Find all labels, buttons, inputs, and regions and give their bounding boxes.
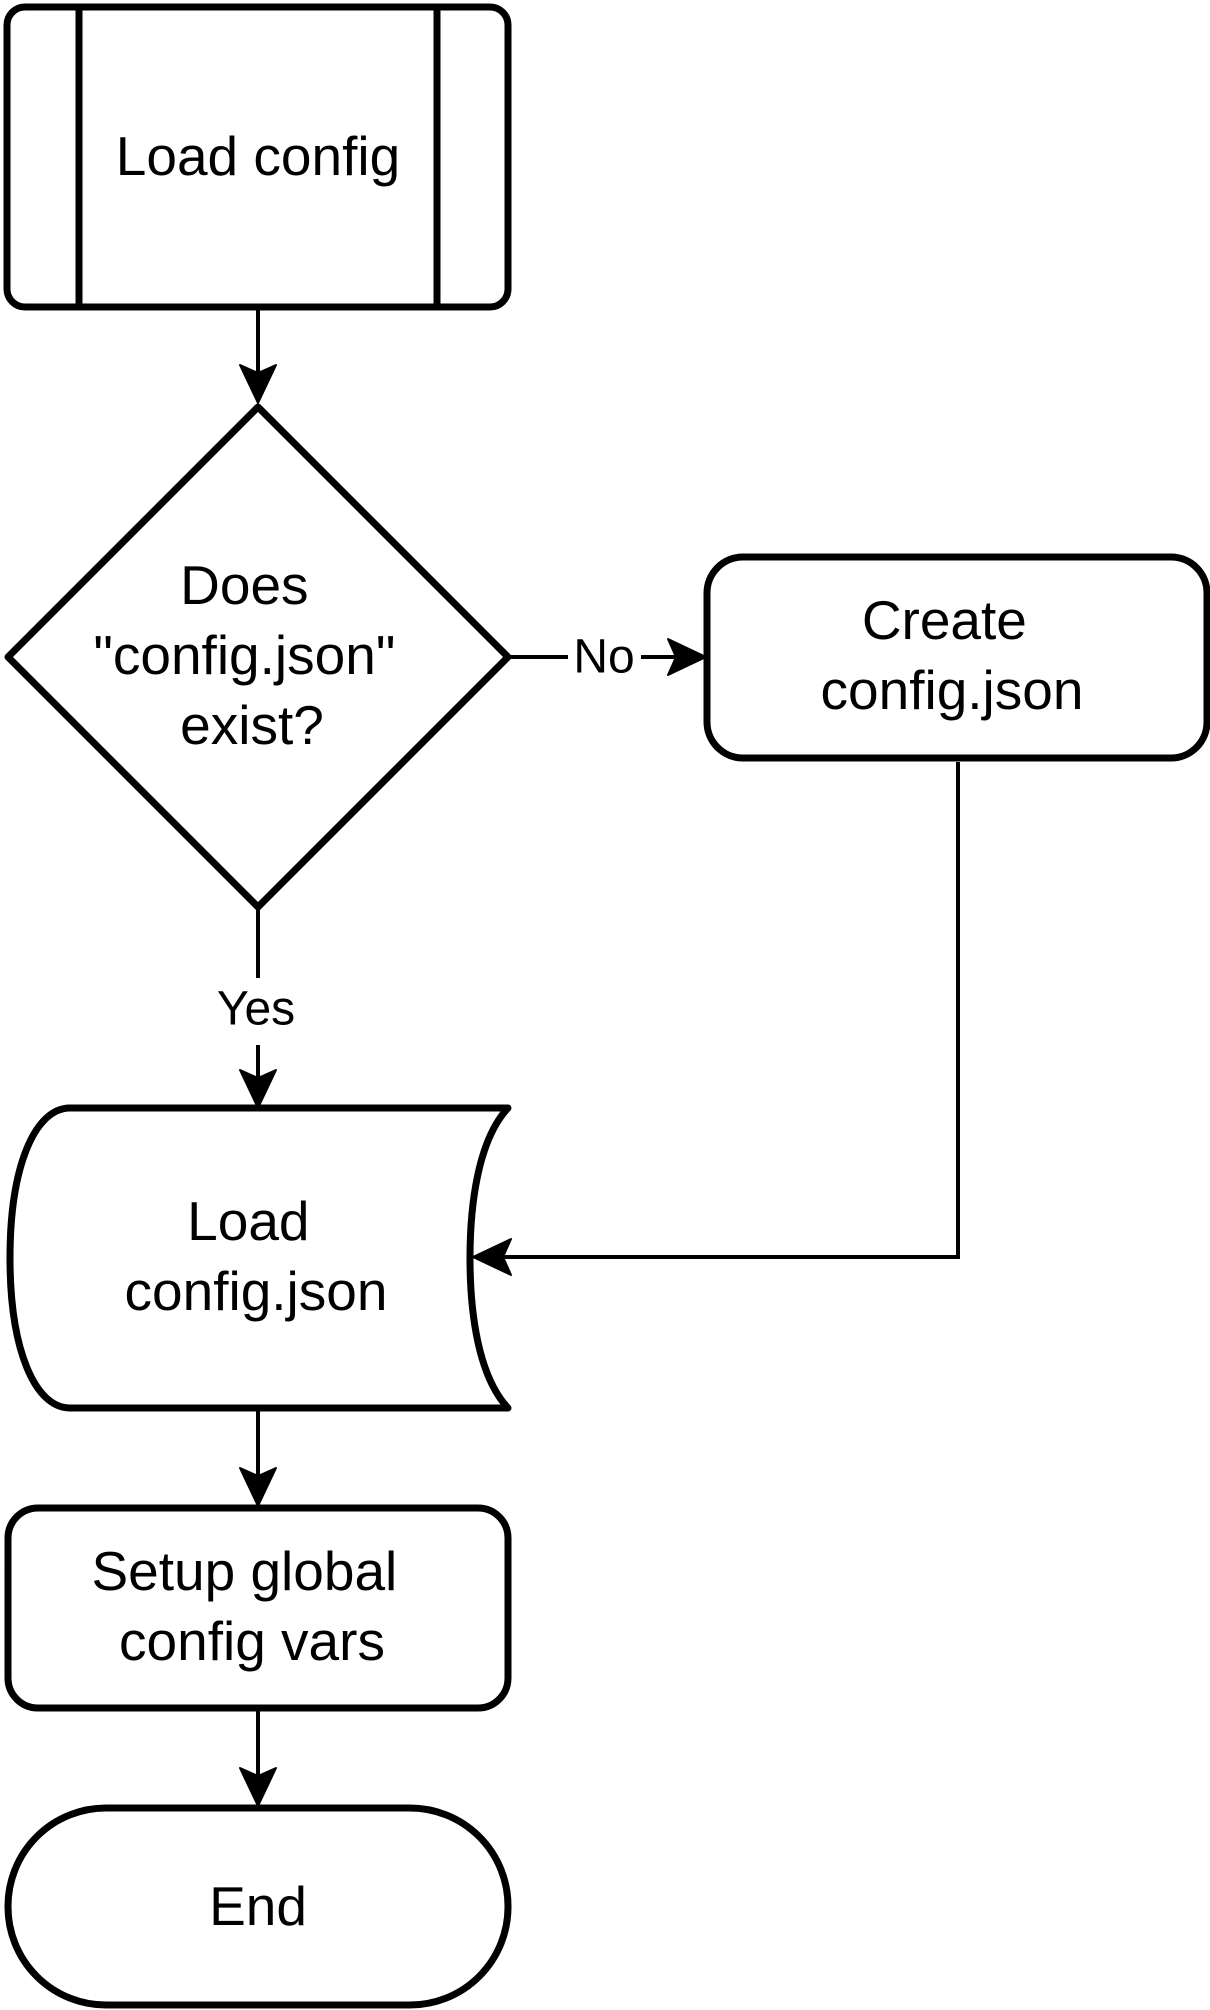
edge-decision-to-load-config-json: Yes — [217, 908, 295, 1109]
svg-text:Load config: Load config — [116, 125, 400, 187]
node-create-config: Create config.json — [703, 553, 1210, 762]
node-create-config-line-1: Create — [862, 589, 1027, 651]
edge-decision-to-create-config: No — [510, 631, 707, 684]
edge-setup-vars-to-end — [239, 1708, 277, 1807]
node-decision-line-3: exist? — [180, 694, 324, 756]
node-load-config-json-line-2: config.json — [125, 1260, 388, 1322]
edge-load-config-json-to-setup-vars — [239, 1410, 277, 1507]
node-decision-line-2: "config.json" — [93, 624, 395, 686]
node-setup-vars-line-1: Setup global — [91, 1540, 397, 1602]
node-setup-vars: Setup global config vars — [4, 1504, 512, 1712]
node-create-config-line-2: config.json — [821, 659, 1084, 721]
node-load-config: Load config — [3, 3, 512, 311]
svg-text:End: End — [209, 1875, 307, 1937]
node-load-config-json-line-1: Load — [187, 1190, 309, 1252]
edge-label-no: No — [573, 631, 634, 684]
node-end-label: End — [209, 1875, 307, 1937]
node-decision: Does "config.json" exist? — [4, 403, 512, 911]
svg-text:Load config.json: Load config.json — [125, 1190, 388, 1322]
node-load-config-label: Load config — [116, 125, 400, 187]
node-setup-vars-line-2: config vars — [119, 1610, 385, 1672]
node-end: End — [4, 1804, 512, 2009]
svg-text:Create config.json: Create config.json — [821, 589, 1084, 721]
edge-label-yes: Yes — [217, 983, 295, 1036]
edge-load-config-to-decision — [239, 308, 277, 404]
node-decision-line-1: Does — [180, 554, 308, 616]
edge-create-config-to-load-config-json — [472, 762, 960, 1276]
svg-text:Setup global config vars: Setup global config vars — [91, 1540, 412, 1672]
node-load-config-json: Load config.json — [6, 1104, 512, 1412]
svg-text:Does "config.json": Does "config.json" exist? — [93, 554, 410, 756]
